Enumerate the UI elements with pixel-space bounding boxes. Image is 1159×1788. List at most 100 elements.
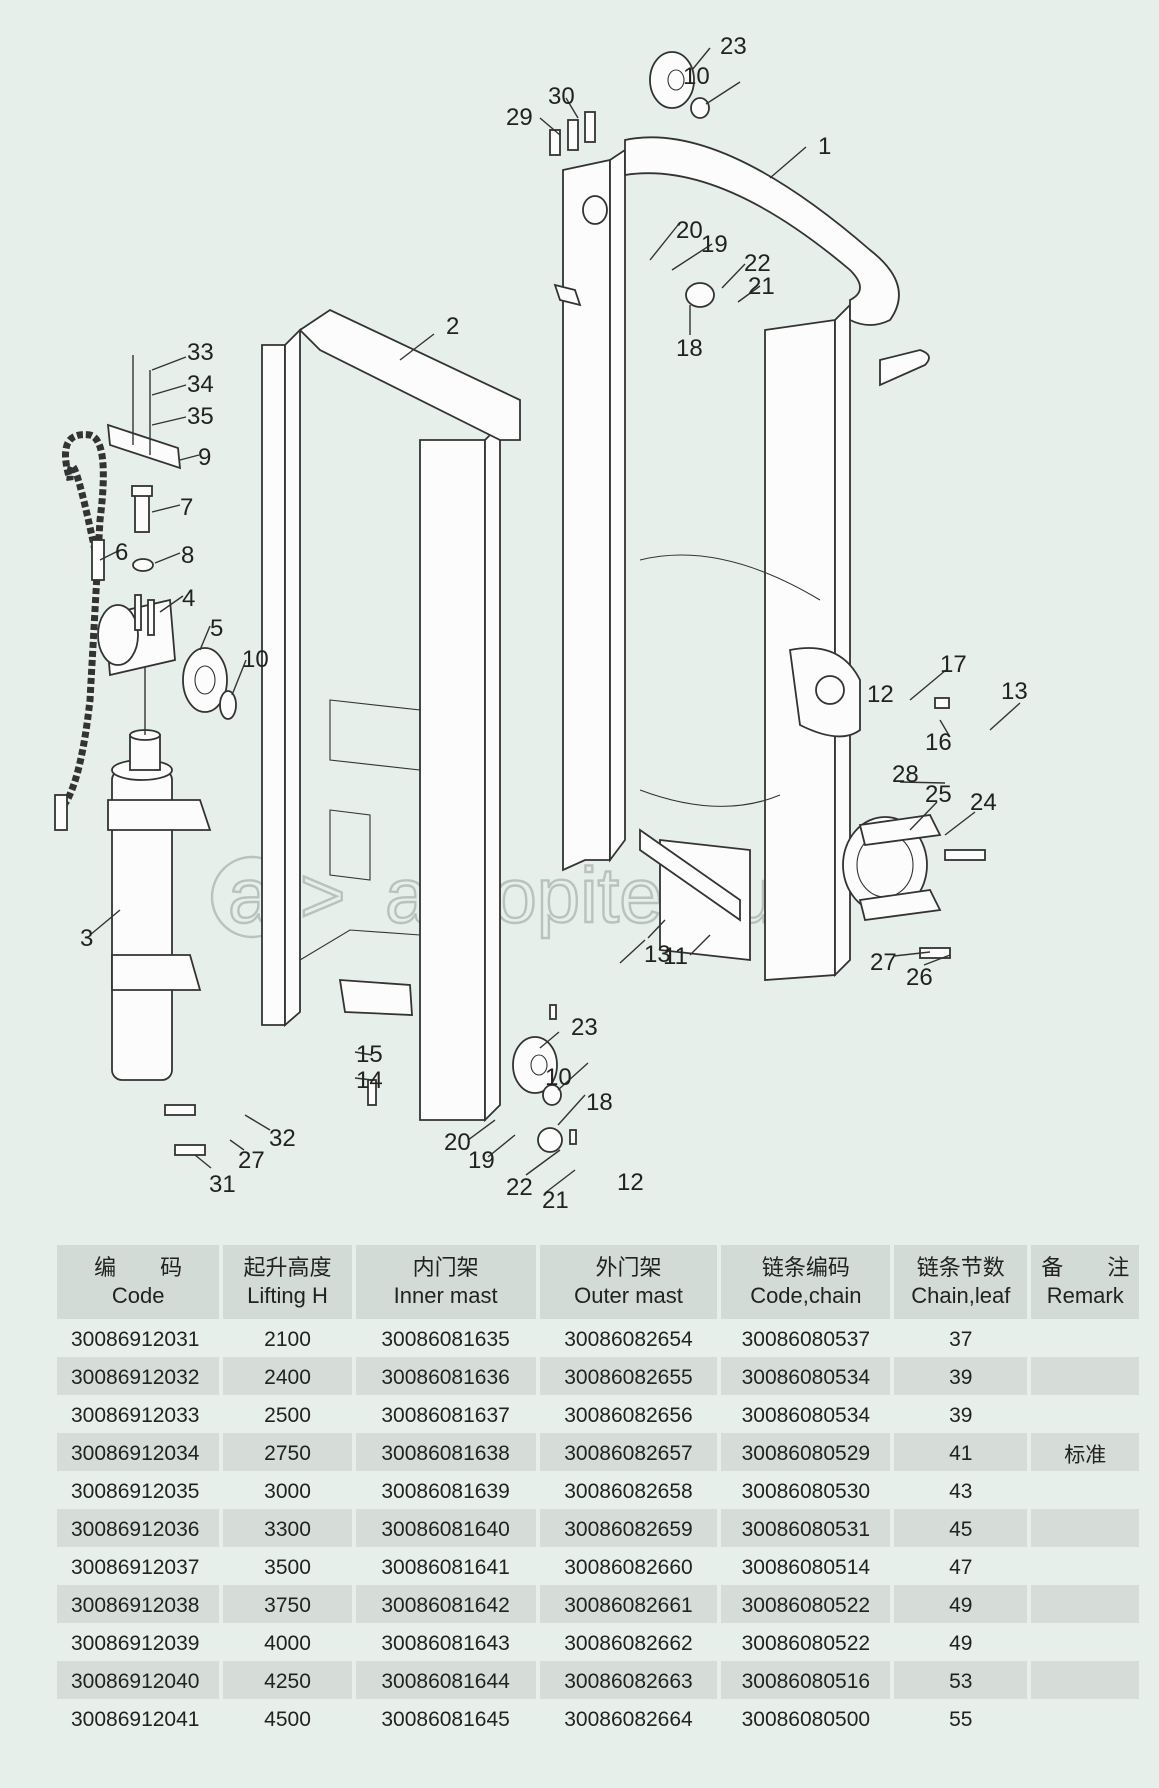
table-cell: 30086081644 bbox=[355, 1661, 540, 1699]
callout-label: 33 bbox=[187, 339, 214, 366]
table-cell: 30086080534 bbox=[721, 1357, 895, 1395]
callout-label: 31 bbox=[209, 1171, 236, 1198]
column-header-cn: 备 注 bbox=[1041, 1255, 1130, 1280]
callout-label: 24 bbox=[970, 789, 997, 816]
callout-label: 19 bbox=[701, 231, 728, 258]
table-cell: 3300 bbox=[223, 1509, 356, 1547]
table-cell: 3750 bbox=[223, 1585, 356, 1623]
callout-label: 27 bbox=[238, 1147, 265, 1174]
table-cell: 30086912032 bbox=[57, 1357, 224, 1395]
table-cell: 2400 bbox=[223, 1357, 356, 1395]
table-cell: 30086912034 bbox=[57, 1433, 224, 1471]
callout-label: 21 bbox=[748, 273, 775, 300]
column-header-en: Lifting H bbox=[247, 1283, 328, 1308]
callout-label: 23 bbox=[720, 33, 747, 60]
table-cell bbox=[1031, 1319, 1139, 1357]
callout-label: 22 bbox=[744, 250, 771, 277]
table-cell: 30086081643 bbox=[356, 1623, 540, 1661]
callout-label: 18 bbox=[676, 335, 703, 362]
exploded-parts-diagram: a > autopiter.ru bbox=[54, 33, 1028, 1214]
callout-label: 32 bbox=[269, 1125, 296, 1152]
callout-label: 23 bbox=[571, 1014, 598, 1041]
table-cell: 30086080537 bbox=[721, 1319, 895, 1357]
table-cell: 30086081636 bbox=[355, 1357, 540, 1395]
callout-label: 9 bbox=[198, 444, 211, 471]
lift-cylinder bbox=[107, 660, 212, 1081]
table-cell: 53 bbox=[894, 1661, 1032, 1699]
callout-label: 12 bbox=[617, 1169, 644, 1196]
table-cell: 30086912040 bbox=[57, 1661, 224, 1699]
callout-label: 16 bbox=[925, 729, 952, 756]
rollers bbox=[512, 51, 715, 1153]
table-cell: 30086081637 bbox=[356, 1395, 540, 1433]
callout-label: 14 bbox=[356, 1067, 383, 1094]
table-cell bbox=[1031, 1357, 1139, 1395]
table-cell: 39 bbox=[894, 1357, 1032, 1395]
callout-label: 10 bbox=[545, 1064, 572, 1091]
column-header-en: Outer mast bbox=[574, 1283, 683, 1308]
table-cell: 4500 bbox=[223, 1699, 356, 1737]
table-cell: 47 bbox=[894, 1547, 1032, 1585]
sheave-assembly bbox=[97, 355, 237, 720]
table-cell: 45 bbox=[894, 1509, 1032, 1547]
table-cell bbox=[1031, 1547, 1139, 1585]
table-cell: 30086082657 bbox=[539, 1433, 722, 1471]
table-cell: 30086082660 bbox=[540, 1547, 722, 1585]
table-cell: 30086080514 bbox=[721, 1547, 895, 1585]
table-cell: 30086081641 bbox=[356, 1547, 540, 1585]
column-header-en: Inner mast bbox=[393, 1283, 498, 1308]
callout-label: 3 bbox=[80, 925, 93, 952]
table-cell: 30086912035 bbox=[57, 1471, 224, 1509]
column-header-en: Code,chain bbox=[750, 1283, 862, 1308]
column-header-cn: 内门架 bbox=[412, 1255, 479, 1280]
callout-label: 8 bbox=[181, 542, 194, 569]
callout-label: 34 bbox=[187, 371, 214, 398]
callout-label: 13 bbox=[644, 941, 671, 968]
table-cell: 30086082664 bbox=[540, 1699, 722, 1737]
table-cell: 30086912033 bbox=[57, 1395, 224, 1433]
callout-label: 20 bbox=[444, 1129, 471, 1156]
column-header: 链条节数 Chain,leaf bbox=[894, 1245, 1032, 1319]
table-cell: 30086082663 bbox=[539, 1661, 722, 1699]
table-cell bbox=[1031, 1623, 1139, 1661]
table-cell: 41 bbox=[894, 1433, 1032, 1471]
callout-label: 21 bbox=[542, 1187, 569, 1214]
table-cell: 30086082662 bbox=[540, 1623, 722, 1661]
callout-label: 1 bbox=[818, 133, 831, 160]
table-cell: 30086082655 bbox=[539, 1357, 722, 1395]
table-cell: 30086082661 bbox=[539, 1585, 722, 1623]
table-cell: 30086912041 bbox=[57, 1699, 224, 1737]
callout-label: 22 bbox=[506, 1174, 533, 1201]
callout-label: 27 bbox=[870, 949, 897, 976]
callout-label: 7 bbox=[180, 494, 193, 521]
table-cell: 30086082656 bbox=[540, 1395, 722, 1433]
callout-label: 15 bbox=[356, 1041, 383, 1068]
callout-label: 11 bbox=[663, 943, 688, 970]
table-cell: 2500 bbox=[223, 1395, 356, 1433]
column-header-cn: 链条节数 bbox=[916, 1255, 1005, 1280]
table-cell: 37 bbox=[894, 1319, 1032, 1357]
table-cell: 30086912031 bbox=[57, 1319, 224, 1357]
callout-label: 19 bbox=[468, 1147, 495, 1174]
table-cell: 3500 bbox=[223, 1547, 356, 1585]
callout-label: 2 bbox=[446, 313, 459, 340]
table-cell: 30086080534 bbox=[721, 1395, 895, 1433]
column-header-cn: 链条编码 bbox=[761, 1255, 850, 1280]
callout-label: 10 bbox=[242, 646, 269, 673]
table-cell bbox=[1031, 1699, 1139, 1737]
callout-label: 5 bbox=[210, 615, 223, 642]
column-header-en: Chain,leaf bbox=[911, 1283, 1011, 1308]
callout-label: 18 bbox=[586, 1089, 613, 1116]
callout-labels: 1234567891010101112121313141516171818191… bbox=[80, 33, 1028, 1214]
table-cell: 3000 bbox=[223, 1471, 356, 1509]
table-cell: 30086081638 bbox=[355, 1433, 540, 1471]
table-cell: 30086080530 bbox=[721, 1471, 895, 1509]
table-cell: 30086081640 bbox=[355, 1509, 540, 1547]
table-cell: 30086912037 bbox=[57, 1547, 224, 1585]
